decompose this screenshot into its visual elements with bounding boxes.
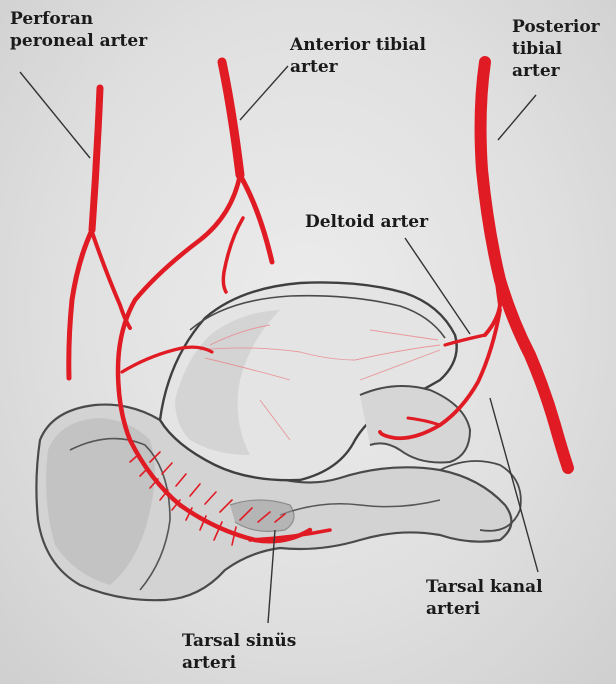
- anterior-tibial-inner-branch: [223, 218, 243, 292]
- talar-neck: [360, 386, 470, 463]
- label-line: Posterior: [512, 16, 600, 38]
- label-deltoid-artery: Deltoid arter: [305, 211, 428, 233]
- bone-drawing: [36, 282, 520, 600]
- label-tarsal-sinus-artery: Tarsal sinüs arteri: [182, 630, 296, 674]
- perforating-peroneal-left-branch: [69, 230, 92, 378]
- leader-tarsal-canal: [490, 398, 538, 572]
- anterior-tibial-right-branch: [240, 175, 272, 262]
- perforating-peroneal-right-branch: [92, 232, 130, 328]
- leader-posterior-tibial: [498, 95, 536, 140]
- leader-perforating-peroneal: [20, 72, 90, 158]
- label-line: arter: [512, 60, 600, 82]
- label-line: tibial: [512, 38, 600, 60]
- label-line: Deltoid arter: [305, 211, 428, 233]
- label-line: Tarsal sinüs: [182, 630, 296, 652]
- label-line: arter: [290, 56, 426, 78]
- label-line: Anterior tibial: [290, 34, 426, 56]
- anterior-tibial-artery: [222, 62, 240, 175]
- label-line: arteri: [426, 598, 543, 620]
- leader-anterior-tibial: [240, 66, 288, 120]
- label-perforating-peroneal-artery: Perforan peroneal arter: [10, 8, 147, 52]
- label-line: arteri: [182, 652, 296, 674]
- label-posterior-tibial-artery: Posterior tibial arter: [512, 16, 600, 82]
- label-line: Perforan: [10, 8, 147, 30]
- label-anterior-tibial-artery: Anterior tibial arter: [290, 34, 426, 78]
- label-line: Tarsal kanal: [426, 576, 543, 598]
- label-tarsal-canal-artery: Tarsal kanal arteri: [426, 576, 543, 620]
- perforating-peroneal-artery: [92, 88, 100, 230]
- label-line: peroneal arter: [10, 30, 147, 52]
